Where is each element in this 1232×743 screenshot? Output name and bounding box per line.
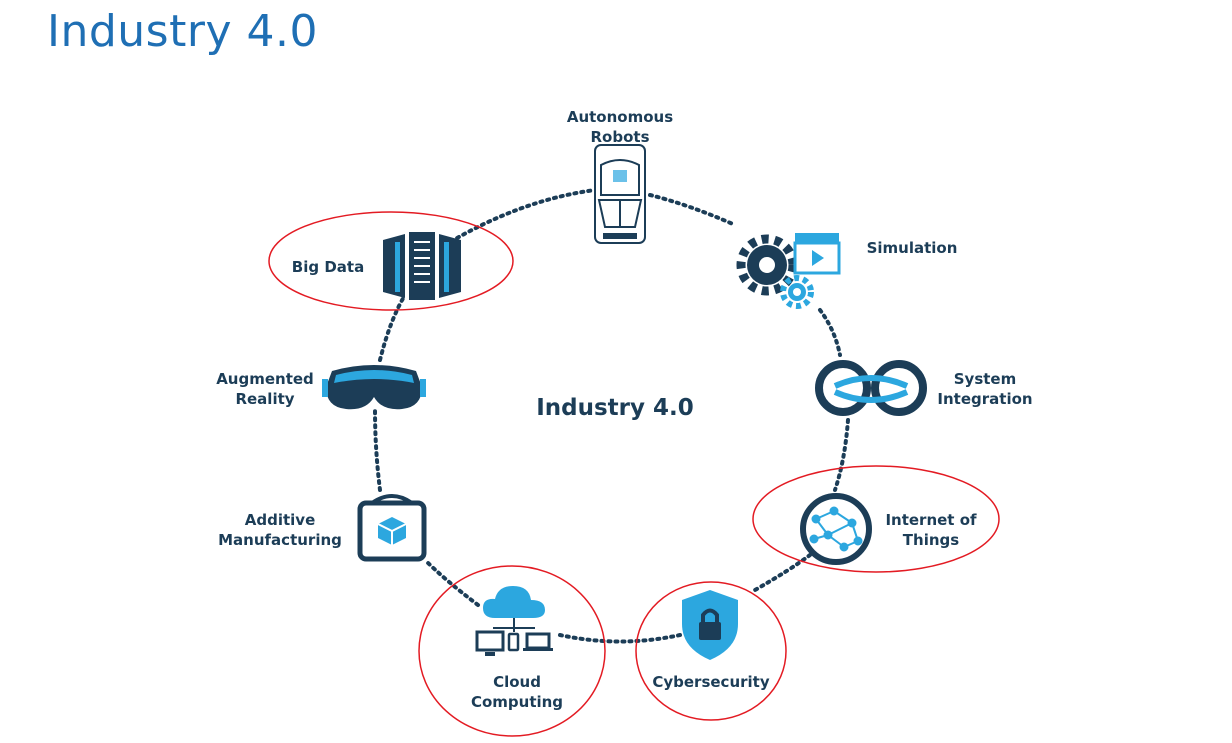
cloud-devices-icon: [475, 586, 553, 656]
vr-headset-icon: [322, 365, 426, 410]
highlight-internet-of-things: [752, 465, 1000, 573]
label-cybersecurity: Cybersecurity: [652, 673, 770, 691]
printer-cube-icon: [357, 494, 427, 562]
highlight-cloud-computing: [418, 565, 606, 737]
gears-clapperboard-icon: [736, 233, 841, 309]
network-globe-icon: [800, 493, 872, 565]
server-racks-icon: [383, 232, 461, 300]
robot-vehicle-icon: [594, 144, 646, 244]
highlight-big-data: [268, 211, 514, 311]
label-simulation: Simulation: [866, 239, 958, 257]
highlight-cybersecurity: [635, 581, 787, 721]
linked-rings-icon: [815, 360, 927, 416]
cycle-path: [373, 188, 850, 644]
shield-lock-icon: [682, 590, 738, 660]
center-label: Industry 4.0: [536, 395, 694, 421]
label-big-data: Big Data: [291, 258, 365, 276]
slide-title: Industry 4.0: [47, 6, 318, 57]
